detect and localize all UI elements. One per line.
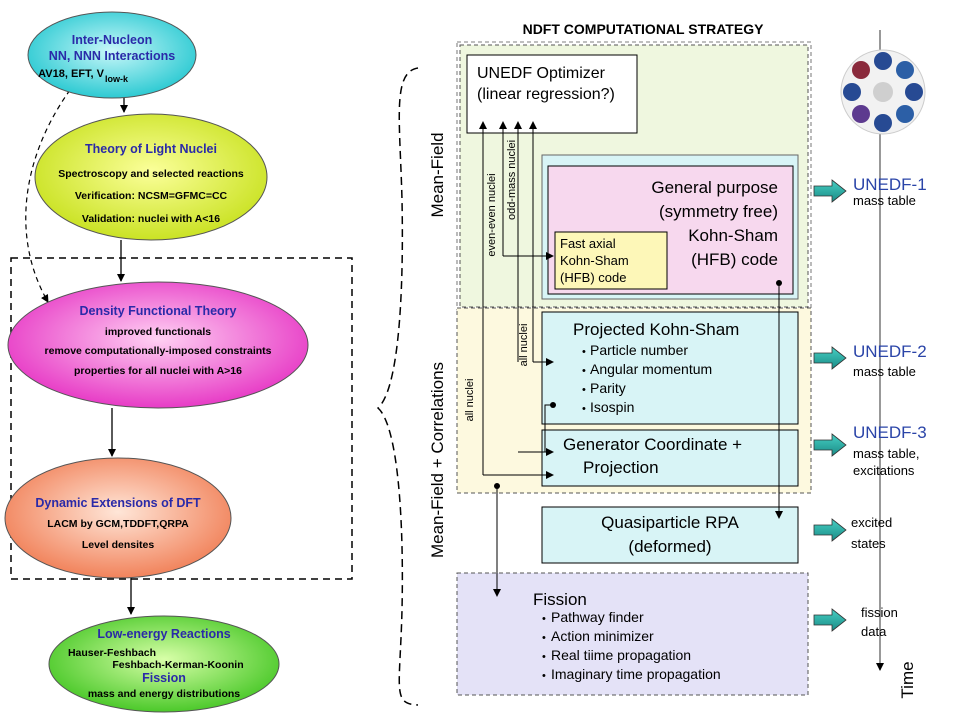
dft-line-3: properties for all nuclei with A>16: [74, 365, 242, 377]
output-4-line-2: states: [851, 536, 886, 551]
qrpa-line-1: Quasiparticle RPA: [601, 513, 739, 532]
label-mean-field-correlations: Mean-Field + Correlations: [428, 362, 447, 558]
svg-text:•: •: [542, 613, 546, 625]
optimizer-line-2: (linear regression?): [477, 86, 615, 103]
light-line-1: Spectroscopy and selected reactions: [58, 168, 244, 180]
projected-item-3: Parity: [590, 380, 626, 396]
light-line-3: Validation: nuclei with A<16: [82, 213, 220, 225]
fission-item-4: Imaginary time propagation: [551, 666, 721, 682]
label-even-even: even-even nuclei: [486, 173, 498, 256]
dft-title: Density Functional Theory: [80, 304, 237, 318]
output-2-title: UNEDF-2: [853, 342, 927, 361]
dot-general: [776, 280, 782, 286]
ellipse-low-energy: Low-energy Reactions Hauser-Feshbach Fes…: [48, 615, 280, 713]
low-line-1: Hauser-Feshbach: [68, 647, 156, 659]
inter-title2: NN, NNN Interactions: [49, 49, 175, 63]
optimizer-box: [466, 54, 638, 134]
fast-axial-box: [554, 231, 668, 290]
gcm-line-2: Projection: [583, 458, 659, 477]
dyn-title: Dynamic Extensions of DFT: [35, 496, 201, 510]
fission-box: [456, 572, 809, 696]
time-label: Time: [898, 661, 917, 698]
projected-item-1: Particle number: [590, 342, 688, 358]
inter-sub: low-k: [105, 74, 129, 84]
output-2-line: mass table: [853, 364, 916, 379]
low-title2: Fission: [142, 671, 186, 685]
ellipse-dft: Density Functional Theory improved funct…: [7, 281, 309, 409]
dot-gcm: [494, 483, 500, 489]
left-flow: Inter-Nucleon NN, NNN Interactions AV18,…: [4, 11, 353, 713]
dft-line-2: remove computationally-imposed constrain…: [45, 345, 272, 357]
fission-title: Fission: [533, 590, 587, 609]
output-1-line: mass table: [853, 193, 916, 208]
qrpa-line-2: (deformed): [628, 537, 711, 556]
right-panel: NDFT COMPUTATIONAL STRATEGY Mean-Field M…: [428, 21, 927, 699]
optimizer-line-1: UNEDF Optimizer: [477, 65, 606, 82]
output-5-line-2: data: [861, 624, 887, 639]
ellipse-dynamic-dft: Dynamic Extensions of DFT LACM by GCM,TD…: [4, 457, 232, 579]
axial-line-1: Fast axial: [560, 236, 616, 251]
svg-text:•: •: [542, 651, 546, 663]
ellipse-light-nuclei: Theory of Light Nuclei Spectroscopy and …: [34, 113, 268, 241]
light-line-2: Verification: NCSM=GFMC=CC: [75, 190, 228, 202]
svg-text:•: •: [582, 403, 586, 415]
projected-item-2: Angular momentum: [590, 361, 712, 377]
ellipse-inter-nucleon: Inter-Nucleon NN, NNN Interactions AV18,…: [27, 11, 197, 99]
dashed-brace: [376, 67, 419, 706]
inter-title1: Inter-Nucleon: [72, 33, 153, 47]
qrpa-box: [541, 506, 799, 564]
low-title: Low-energy Reactions: [97, 627, 230, 641]
svg-text:•: •: [582, 346, 586, 358]
output-3-title: UNEDF-3: [853, 423, 927, 442]
dyn-line-1: LACM by GCM,TDDFT,QRPA: [47, 518, 189, 530]
fission-item-1: Pathway finder: [551, 609, 644, 625]
strategy-title: NDFT COMPUTATIONAL STRATEGY: [523, 21, 764, 37]
low-line-3: mass and energy distributions: [88, 688, 240, 700]
axial-line-2: Kohn-Sham: [560, 253, 629, 268]
dft-dashed-box: [10, 257, 353, 580]
svg-text:•: •: [542, 632, 546, 644]
gcm-line-1: Generator Coordinate +: [563, 435, 742, 454]
output-4-line-1: excited: [851, 515, 892, 530]
label-all-nuclei-1: all nuclei: [518, 324, 530, 367]
low-line-2: Feshbach-Kerman-Koonin: [112, 659, 243, 671]
gcm-box: [541, 429, 799, 487]
general-line-2: (symmetry free): [659, 202, 778, 221]
projected-title: Projected Kohn-Sham: [573, 320, 739, 339]
projected-list: • Particle number • Angular momentum • P…: [582, 342, 712, 415]
output-3-line-1: mass table,: [853, 446, 919, 461]
svg-text:•: •: [542, 670, 546, 682]
inter-line: AV18, EFT, V: [38, 68, 104, 80]
dot-projected: [550, 402, 556, 408]
label-odd-mass: odd-mass nuclei: [506, 140, 518, 220]
label-all-nuclei-2: all nuclei: [464, 379, 476, 422]
svg-text:•: •: [582, 384, 586, 396]
dft-line-1: improved functionals: [105, 326, 211, 338]
projected-ks-box: [541, 311, 799, 425]
svg-text:•: •: [582, 365, 586, 377]
fission-item-3: Real tiime propagation: [551, 647, 691, 663]
dashed-curve-arrow: [25, 89, 71, 303]
projected-item-4: Isospin: [590, 399, 634, 415]
general-line-3: Kohn-Sham: [688, 226, 778, 245]
general-line-4: (HFB) code: [691, 250, 778, 269]
fission-item-2: Action minimizer: [551, 628, 654, 644]
label-mean-field: Mean-Field: [428, 132, 447, 217]
unedf-logo: [840, 49, 926, 135]
output-5-line-1: fission: [861, 605, 898, 620]
axial-line-3: (HFB) code: [560, 270, 626, 285]
output-1-title: UNEDF-1: [853, 175, 927, 194]
output-3-line-2: excitations: [853, 463, 915, 478]
light-title: Theory of Light Nuclei: [85, 142, 217, 156]
output-arrows: [813, 179, 847, 632]
fission-list: • Pathway finder • Action minimizer • Re…: [542, 609, 721, 682]
dyn-line-2: Level densites: [82, 539, 155, 551]
general-line-1: General purpose: [651, 178, 778, 197]
